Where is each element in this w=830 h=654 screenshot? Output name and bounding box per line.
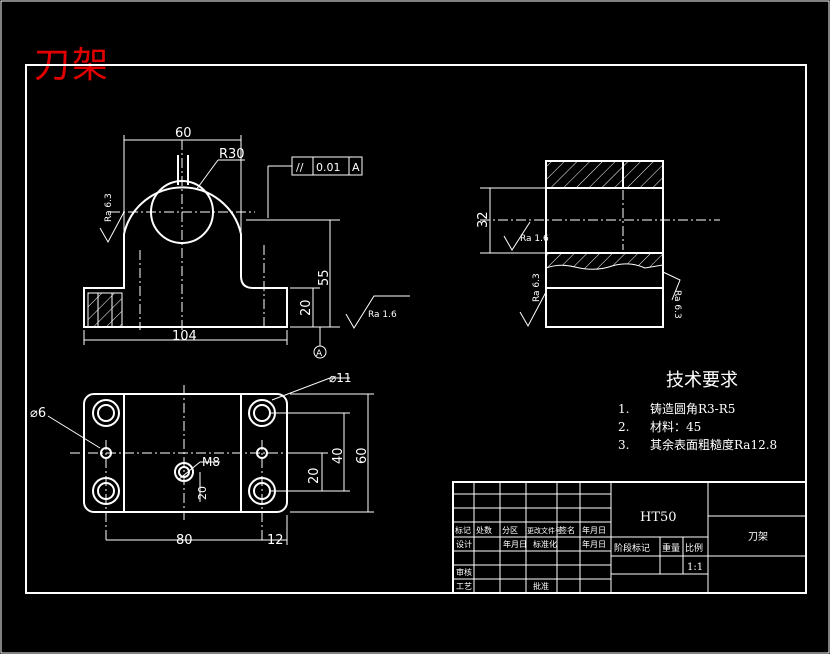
- dim-length-80: 80: [176, 533, 193, 548]
- datum-circle: [313, 345, 327, 359]
- front-view: [83, 155, 288, 328]
- label-check: 审核: [456, 567, 472, 577]
- label-mark: 标记: [455, 525, 471, 535]
- dim-radius: R30: [219, 147, 245, 162]
- dim-length-12: 12: [267, 533, 284, 548]
- requirement-number: 1.: [618, 402, 630, 416]
- dim-length-104: 104: [172, 329, 197, 344]
- side-center-lines: [480, 190, 720, 250]
- label-stage: 阶段标记: [614, 542, 650, 554]
- side-dimension-lines: [480, 187, 681, 328]
- label-process: 工艺: [456, 582, 472, 591]
- requirement-item: 2. 材料：45: [618, 418, 701, 435]
- requirement-number: 2.: [618, 420, 630, 434]
- top-center-lines: [70, 385, 300, 540]
- title-material: HT50: [640, 510, 677, 525]
- title-scale: 1:1: [687, 562, 703, 573]
- requirement-text: 材料：45: [650, 420, 702, 434]
- dim-hole-6: ⌀6: [30, 406, 46, 421]
- label-count: 处数: [476, 525, 492, 535]
- tolerance-datum: A: [352, 161, 360, 174]
- roughness-front-left: Ra 6.3: [104, 193, 114, 222]
- tolerance-symbol: //: [296, 161, 304, 174]
- dim-small-20: 20: [196, 486, 209, 500]
- label-ymd-2: 年月日: [582, 539, 606, 549]
- label-change-doc: 更改文件号: [527, 526, 562, 535]
- requirement-item: 3. 其余表面粗糙度Ra12.8: [618, 436, 777, 453]
- requirements-title: 技术要求: [666, 370, 738, 391]
- drawing-frame: [25, 64, 807, 594]
- dim-height-20: 20: [299, 299, 314, 316]
- front-center-lines: [110, 140, 265, 335]
- dim-offset-20: 20: [307, 467, 322, 484]
- label-approve: 批准: [533, 581, 549, 591]
- label-date: 年月日: [582, 525, 606, 535]
- dim-width-60: 60: [175, 126, 192, 141]
- requirement-number: 3.: [618, 438, 630, 452]
- label-ymd: 年月日: [503, 539, 527, 549]
- dim-hole-11: ⌀11: [329, 371, 352, 385]
- tolerance-value: 0.01: [316, 161, 341, 174]
- label-scale: 比例: [685, 542, 703, 554]
- label-sign: 签名: [559, 525, 575, 535]
- roughness-front-base: Ra 1.6: [368, 310, 397, 320]
- dim-bore-32: 32: [476, 211, 491, 228]
- geometric-tolerance-frame: // 0.01 A: [291, 156, 363, 176]
- title-block: [452, 481, 807, 594]
- front-dimension-lines: [83, 135, 410, 346]
- dim-thread-m8: M8: [202, 455, 220, 469]
- label-standard: 标准化: [533, 539, 557, 549]
- roughness-side-upper: Ra 1.6: [520, 234, 549, 244]
- dim-spacing-40: 40: [331, 447, 346, 464]
- requirement-item: 1. 铸造圆角R3-R5: [618, 400, 735, 417]
- label-zone: 分区: [502, 526, 518, 535]
- label-weight: 重量: [662, 542, 680, 554]
- roughness-side-right: Ra 6.3: [672, 290, 682, 319]
- requirement-text: 其余表面粗糙度Ra12.8: [650, 438, 778, 452]
- top-dimension-lines: [47, 377, 374, 545]
- title-part-name: 刀架: [748, 531, 768, 543]
- datum-label: A: [316, 349, 323, 359]
- side-section-view: [545, 160, 664, 328]
- dim-height-55: 55: [317, 269, 332, 286]
- label-design: 设计: [456, 539, 472, 549]
- requirement-text: 铸造圆角R3-R5: [650, 402, 736, 416]
- roughness-side-left: Ra 6.3: [532, 273, 542, 302]
- dim-width-60-top: 60: [355, 447, 370, 464]
